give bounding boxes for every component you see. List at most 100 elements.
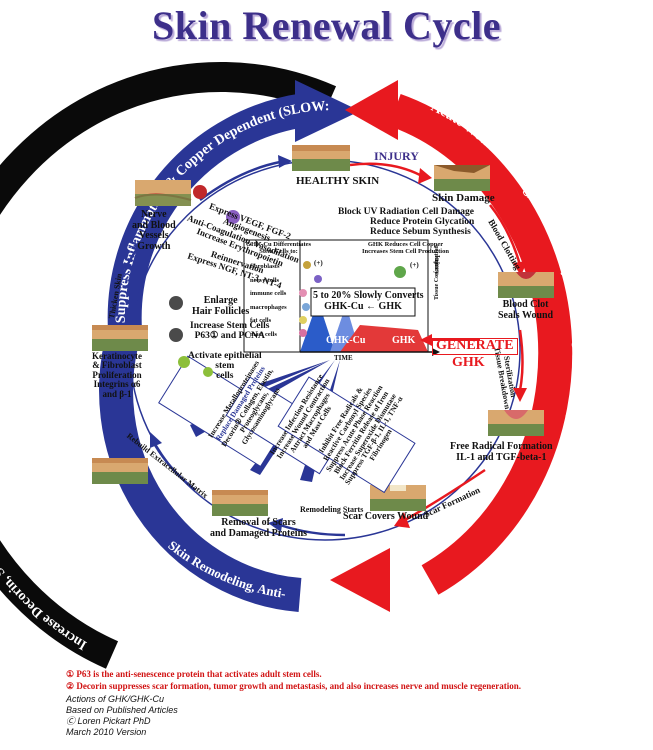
cell-immune: immune cells (250, 290, 287, 297)
red-arrowhead (330, 548, 390, 612)
stem-line-1: Increase Stem Cells (190, 321, 270, 331)
keratinocyte-line-1: Keratinocyte (92, 351, 142, 361)
inset-left-header: GHK-Cu Differentiates Stem Cells to: (246, 241, 312, 256)
skin-clot-thumb (498, 272, 554, 298)
red-arc (389, 93, 573, 595)
inset-graph (299, 239, 440, 356)
skin-nerve-thumb (134, 180, 192, 206)
inset-plus: (+) (410, 261, 419, 269)
nerve-line-3: Vessels (139, 230, 169, 241)
black-arc-text: Increase Decorin, Suppress Cancer Metast… (0, 380, 89, 652)
generate-ghk-label: GHK (452, 355, 485, 370)
keratinocyte-line-4: Integrins α6 (93, 379, 141, 390)
follicles-line-1: Enlarge (203, 295, 238, 306)
inset-left-header-line-2: Stem Cells to: (259, 247, 298, 255)
nerve-growth-icon (226, 210, 240, 224)
stem-annotation: Increase Stem Cells P63① and PCNA (190, 321, 270, 342)
convert-line-1: 5 to 20% Slowly Converts (313, 290, 424, 301)
skin-radical-thumb (488, 410, 544, 436)
generate-arrowhead (420, 334, 432, 346)
inset-cell-list: fibroblasts nerve cells immune cells mac… (250, 260, 287, 341)
red-arc-tail (345, 80, 398, 140)
stem-cell-cluster-icon (394, 266, 406, 278)
ghk-bar-label: GHK (392, 335, 416, 346)
nerve-line-2: and Blood (132, 219, 176, 231)
remodeling-label: Remodeling Starts (300, 505, 364, 514)
cell-nerve: nerve cells (250, 276, 280, 284)
skin-rebuild-thumb (92, 458, 148, 484)
inset-convert: 5 to 20% Slowly Converts GHK-Cu ← GHK (313, 290, 424, 312)
clot-label-line-2: Seals Wound (498, 309, 554, 321)
nerve-cell-icon (314, 275, 322, 283)
nerve-line-4: Growth (137, 240, 171, 252)
credit-line-2: Based on Published Articles (66, 705, 178, 715)
inset-mast-symbol: (+) (314, 259, 323, 267)
skin-removal-thumb (212, 490, 268, 516)
epithelial-line-1: Activate epithelial (188, 351, 262, 361)
nerve-label: Nerve and Blood Vessels Growth (132, 209, 176, 252)
blood-vessel-icon (193, 185, 207, 199)
macrophage-icon (302, 303, 310, 311)
removal-line-2: and Damaged Proteins (210, 527, 308, 539)
free-radical-line-2: IL-1 and TGF-beta-1 (456, 451, 547, 463)
center-right-box (277, 376, 416, 494)
fibroblast-icon (303, 261, 311, 269)
convert-line-2: GHK-Cu ← GHK (324, 300, 402, 312)
stem-line-2: P63① and PCNA (194, 330, 265, 341)
removal-line-1: Removal of Scars (221, 517, 296, 528)
footnote-1: ① P63 is the anti-senescence protein tha… (66, 669, 322, 679)
epithelial-annotation: Activate epithelial stem cells (188, 351, 262, 382)
immune-cell-icon (299, 289, 307, 297)
credit-line-1: Actions of GHK/GHK-Cu (66, 694, 165, 704)
epithelial-line-2: stem (215, 360, 235, 371)
cell-fat: fat cells (250, 317, 272, 324)
skin-damage-label: Skin Damage (432, 192, 495, 204)
follicles-annotation: Enlarge Hair Follicles (192, 295, 249, 317)
keratinocyte-line-5: and β-1 (102, 388, 132, 399)
keratinocyte-line-2: & Fibroblast (92, 360, 142, 371)
clot-label-line-1: Blood Clot (502, 299, 549, 310)
generate-label: GENERATE (432, 338, 518, 355)
nerve-line-1: Nerve (141, 209, 167, 220)
keratinocyte-label: Keratinocyte & Fibroblast Proliferation … (92, 351, 142, 399)
epithelial-cell-icon (178, 356, 190, 368)
uv-annotation: Block UV Radiation Cell Damage Reduce Pr… (330, 207, 475, 238)
inset-left-header-line-1: GHK-Cu Differentiates (246, 241, 312, 248)
time-axis-label: TIME (334, 354, 353, 362)
scar-label: Scar Covers Wound (343, 511, 429, 522)
cell-mast: mast cells (250, 330, 277, 338)
inset-right-header: GHK Reduces Cell Copper Increases Stem C… (362, 241, 449, 256)
credit-line-3: Ⓒ Loren Pickart PhD (66, 716, 151, 726)
blue-arc-bottom (99, 325, 302, 612)
inset-injury-label: Injury (433, 255, 441, 275)
healthy-skin-label: HEALTHY SKIN (296, 175, 380, 187)
mast-cell-icon (299, 329, 307, 337)
free-radical-line-1: Free Radical Formation (450, 441, 553, 452)
skin-damage-thumb (434, 165, 490, 191)
credit-line-4: March 2010 Version (66, 727, 147, 737)
cell-macrophages: macrophages (250, 303, 287, 311)
inset-right-header-line-2: Increases Stem Cell Production (362, 247, 449, 255)
hair-follicle-icon (169, 296, 183, 310)
blue-arrowhead-top (295, 80, 360, 142)
uv-line-1: Block UV Radiation Cell Damage (338, 207, 474, 217)
uv-line-2: Reduce Protein Glycation (370, 216, 475, 227)
uv-line-3: Reduce Sebum Synthesis (370, 226, 471, 237)
stem-cell-icon (169, 328, 183, 342)
inset-cells-box (243, 239, 301, 353)
credits-block: Actions of GHK/GHK-Cu Based on Published… (66, 694, 178, 738)
cell-fibroblasts: fibroblasts (250, 263, 280, 270)
page-title: Skin Renewal Cycle (152, 3, 501, 48)
injury-label: INJURY (374, 149, 419, 163)
black-arc (0, 61, 337, 669)
fat-cell-icon (299, 316, 307, 324)
epithelial-line-3: cells (216, 370, 234, 381)
inner-arrows (108, 155, 527, 537)
inset-right-header-line-1: GHK Reduces Cell Copper (367, 241, 444, 248)
epithelial-cell-icon-2 (203, 367, 213, 377)
